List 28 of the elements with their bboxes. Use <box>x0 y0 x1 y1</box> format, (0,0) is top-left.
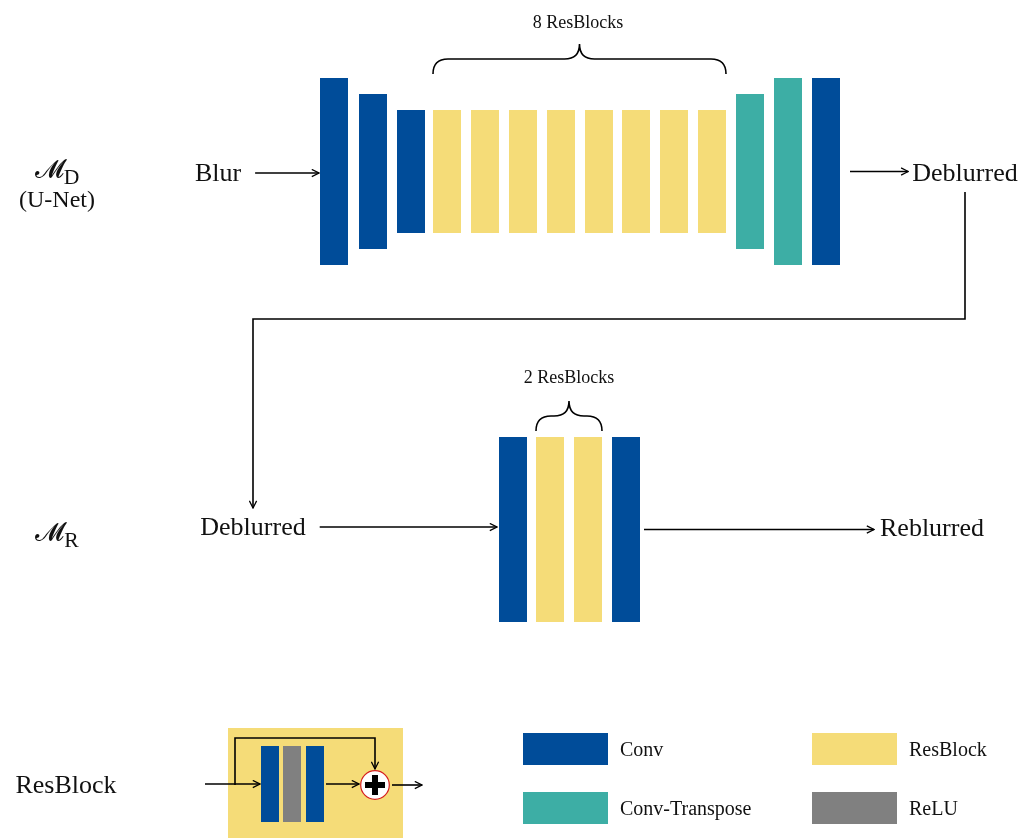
arrow <box>234 737 380 786</box>
arrow <box>318 522 498 532</box>
legend-label: Conv-Transpose <box>620 796 752 820</box>
arrow <box>254 168 320 178</box>
layer-bar <box>306 746 324 822</box>
arrow <box>643 525 875 534</box>
legend-label: Conv <box>620 737 664 761</box>
arrow <box>849 167 910 176</box>
layer-stack-drawing <box>499 437 640 622</box>
model-symbol: 𝓜$_{R}$ <box>35 517 79 553</box>
group-label: 2 ResBlocks <box>523 366 615 388</box>
group-label: 8 ResBlocks <box>532 11 624 33</box>
legend-label: ReLU <box>909 796 958 820</box>
arrow <box>248 191 966 509</box>
arrow <box>325 779 360 789</box>
arrow <box>391 780 423 790</box>
layer-bar <box>261 746 279 822</box>
node-text: Deblurred <box>200 512 306 542</box>
block-name: ResBlock <box>15 770 117 800</box>
arrow <box>204 779 261 789</box>
node-text: Blur <box>194 158 242 188</box>
node-text: Deblurred <box>912 158 1018 188</box>
layer-stack-drawing <box>320 78 840 265</box>
block-panel <box>228 728 403 838</box>
activation-bar <box>283 746 301 822</box>
legend-label: ResBlock <box>909 737 987 761</box>
node-text: Reblurred <box>880 513 984 543</box>
add-circle <box>360 770 390 800</box>
